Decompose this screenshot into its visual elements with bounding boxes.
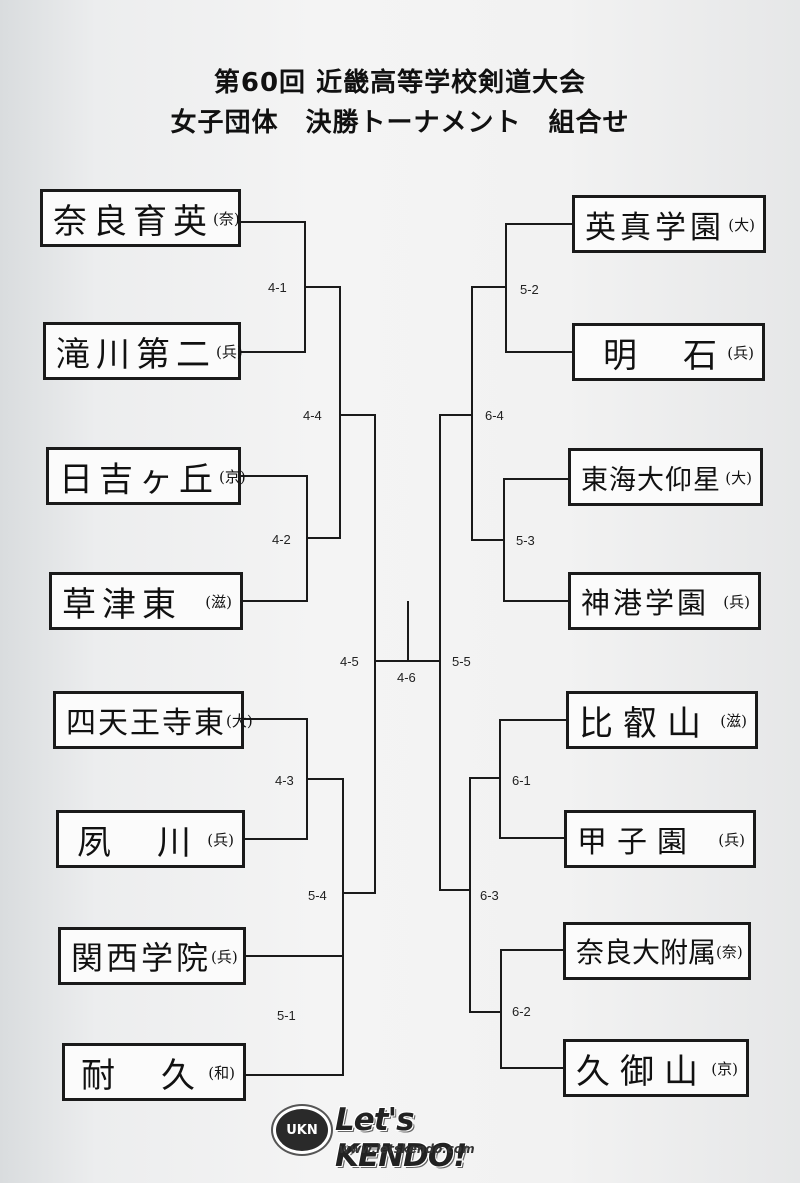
match-label-4-3: 4-3 bbox=[275, 773, 294, 788]
team-prefecture: (兵) bbox=[211, 947, 238, 966]
match-label-4-2: 4-2 bbox=[272, 532, 291, 547]
team-box-left-4: 草津東 (滋) bbox=[49, 572, 243, 630]
team-box-right-3: 東海大仰星 (大) bbox=[568, 448, 763, 506]
team-box-right-4: 神港学園 (兵) bbox=[568, 572, 761, 630]
bracket-line-6-1 bbox=[499, 719, 566, 839]
match-label-5-4: 5-4 bbox=[308, 888, 327, 903]
bracket-line-6-3 bbox=[469, 777, 501, 1013]
team-prefecture: (滋) bbox=[720, 711, 747, 730]
logo-badge: UKN bbox=[273, 1106, 331, 1154]
team-box-left-8: 耐 久 (和) bbox=[62, 1043, 246, 1101]
match-label-4-1: 4-1 bbox=[268, 280, 287, 295]
team-box-right-2: 明 石 (兵) bbox=[572, 323, 765, 381]
team-prefecture: (滋) bbox=[205, 592, 232, 611]
team-box-left-3: 日吉ヶ丘 (京) bbox=[46, 447, 246, 505]
bracket-line-5-2 bbox=[505, 223, 572, 353]
match-label-6-2: 6-2 bbox=[512, 1004, 531, 1019]
team-name: 神港学園 bbox=[581, 586, 710, 620]
team-name: 英真学園 bbox=[585, 209, 725, 246]
match-label-4-5: 4-5 bbox=[340, 654, 359, 669]
team-name: 耐 久 bbox=[81, 1055, 201, 1096]
team-prefecture: (京) bbox=[711, 1059, 738, 1078]
bracket-line-6-4 bbox=[471, 286, 506, 541]
team-name: 東海大仰星 bbox=[581, 464, 721, 496]
team-name: 日吉ヶ丘 bbox=[59, 459, 219, 500]
team-box-left-5: 四天王寺東 (大) bbox=[53, 691, 253, 749]
bracket-line-5-4 bbox=[307, 778, 344, 1015]
team-name: 甲子園 bbox=[577, 825, 697, 860]
watermark-logo: UKN Let's KENDO! www.letskendo.com bbox=[265, 1098, 515, 1174]
team-box-right-8: 久御山 (京) bbox=[563, 1039, 749, 1097]
logo-url-text: www.letskendo.com bbox=[339, 1142, 475, 1156]
team-box-right-5: 比叡山 (滋) bbox=[566, 691, 758, 749]
team-prefecture: (奈) bbox=[213, 209, 240, 228]
team-prefecture: (兵) bbox=[216, 342, 243, 361]
team-prefecture: (大) bbox=[728, 215, 755, 234]
team-box-left-6: 夙 川 (兵) bbox=[56, 810, 245, 868]
match-label-6-1: 6-1 bbox=[512, 773, 531, 788]
team-box-right-6: 甲子園 (兵) bbox=[564, 810, 756, 868]
team-prefecture: (兵) bbox=[727, 343, 754, 362]
team-prefecture: (大) bbox=[725, 468, 752, 487]
match-label-6-4: 6-4 bbox=[485, 408, 504, 423]
bracket-line-4-5 bbox=[340, 414, 376, 894]
team-name: 奈良育英 bbox=[53, 201, 213, 242]
team-name: 比叡山 bbox=[579, 703, 711, 744]
match-label-6-3: 6-3 bbox=[480, 888, 499, 903]
bracket-line-5-1 bbox=[245, 955, 344, 1076]
team-name: 夙 川 bbox=[77, 822, 197, 863]
page-title: 第60回 近畿高等学校剣道大会 bbox=[213, 68, 587, 98]
team-name: 草津東 bbox=[62, 584, 182, 625]
page-subtitle: 女子団体 決勝トーナメント 組合せ bbox=[170, 108, 630, 138]
team-name: 関西学院 bbox=[71, 939, 212, 977]
match-label-4-6: 4-6 bbox=[397, 670, 416, 685]
team-prefecture: (京) bbox=[219, 467, 246, 486]
logo-brand-text: Let's KENDO! bbox=[335, 1102, 467, 1174]
team-box-right-7: 奈良大附属 (奈) bbox=[563, 922, 751, 980]
team-box-left-7: 関西学院 (兵) bbox=[58, 927, 246, 985]
team-prefecture: (大) bbox=[226, 711, 253, 730]
team-prefecture: (兵) bbox=[718, 830, 745, 849]
team-prefecture: (兵) bbox=[207, 830, 234, 849]
team-prefecture: (兵) bbox=[723, 592, 750, 611]
bracket-line-5-5 bbox=[439, 414, 472, 891]
bracket-line-5-3 bbox=[503, 478, 568, 602]
team-name: 明 石 bbox=[603, 335, 723, 376]
team-box-left-2: 滝川第二 (兵) bbox=[43, 322, 243, 380]
team-name: 久御山 bbox=[576, 1051, 708, 1092]
match-label-5-3: 5-3 bbox=[516, 533, 535, 548]
team-prefecture: (和) bbox=[208, 1063, 235, 1082]
bracket-line-6-2 bbox=[500, 949, 563, 1069]
match-label-4-4: 4-4 bbox=[303, 408, 322, 423]
team-name: 四天王寺東 bbox=[66, 706, 226, 741]
bracket-line-4-4 bbox=[305, 286, 341, 539]
team-name: 滝川第二 bbox=[56, 334, 216, 375]
match-label-5-1: 5-1 bbox=[277, 1008, 296, 1023]
match-label-5-5: 5-5 bbox=[452, 654, 471, 669]
team-box-right-1: 英真学園 (大) bbox=[572, 195, 766, 253]
team-name: 奈良大附属 bbox=[576, 936, 717, 969]
team-prefecture: (奈) bbox=[716, 942, 743, 961]
match-label-5-2: 5-2 bbox=[520, 282, 539, 297]
team-box-left-1: 奈良育英 (奈) bbox=[40, 189, 241, 247]
